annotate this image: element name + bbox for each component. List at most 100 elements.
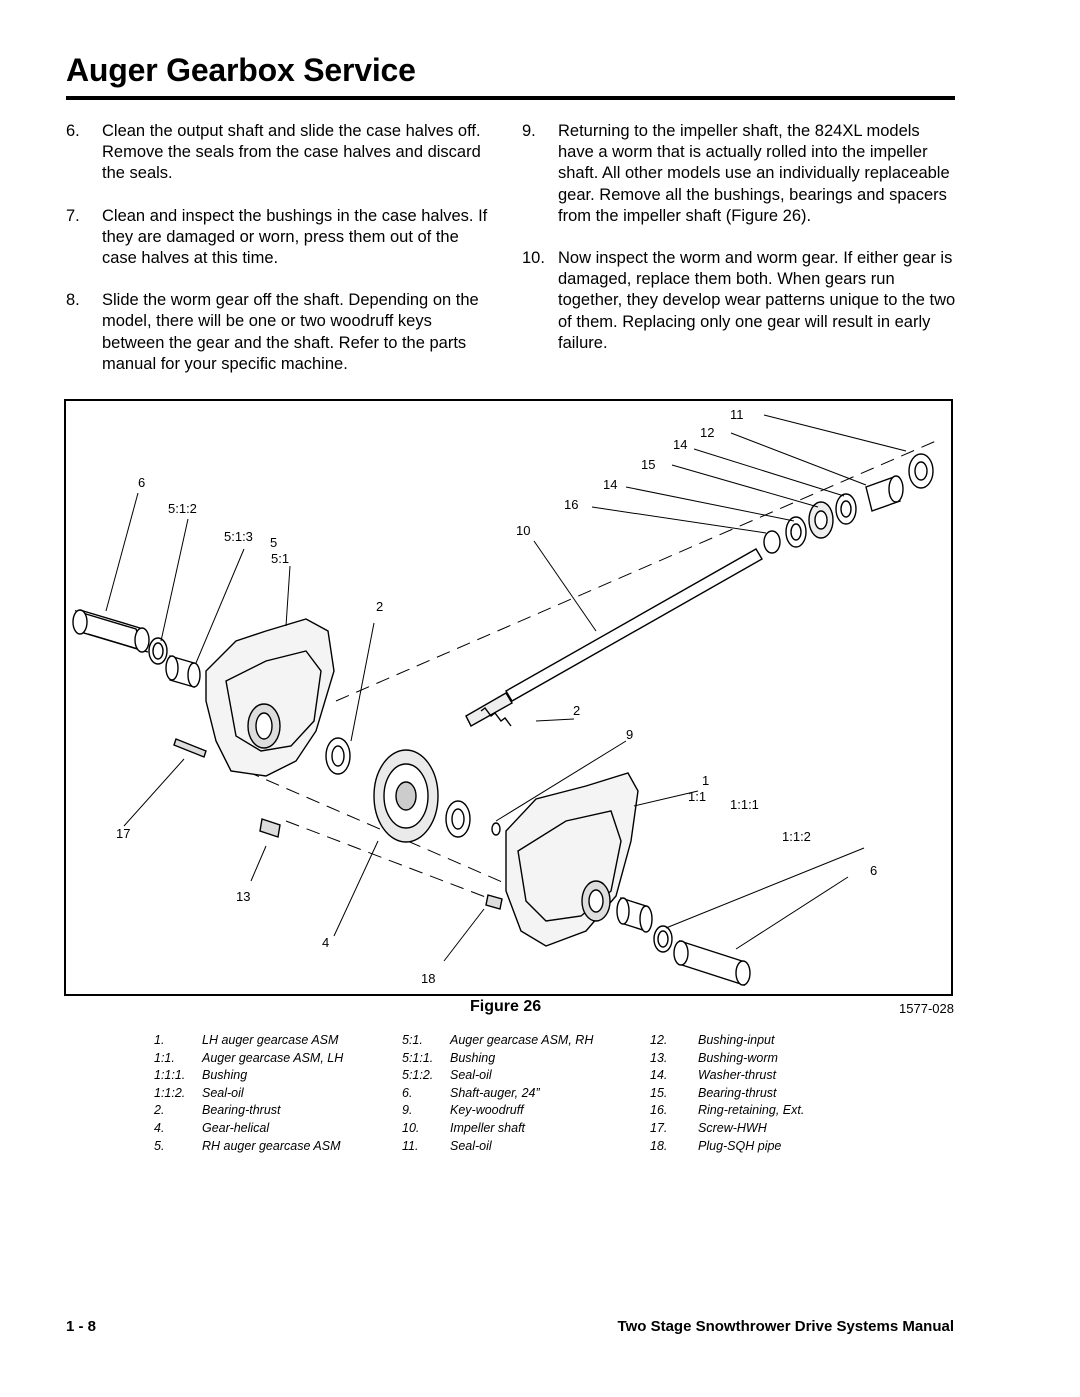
parts-legend-column-1: 1. LH auger gearcase ASM 1:1. Auger gearca… [154, 1032, 343, 1155]
manual-title: Two Stage Snowthrower Drive Systems Manu… [617, 1318, 954, 1335]
legend-value: Bearing-thrust [698, 1085, 777, 1100]
legend-row: 1:1. Auger gearcase ASM, LH [154, 1050, 343, 1068]
legend-row: 10. Impeller shaft [402, 1120, 593, 1138]
legend-value: Gear-helical [202, 1120, 270, 1135]
legend-row: 9. Key-woodruff [402, 1102, 593, 1120]
callout-18: 18 [421, 971, 435, 986]
legend-row: 1:1:1. Bushing [154, 1067, 343, 1085]
page-title: Auger Gearbox Service [66, 52, 416, 88]
callout-13: 13 [236, 889, 250, 904]
legend-value: Key-woodruff [450, 1103, 524, 1118]
legend-key: 5. [154, 1138, 165, 1153]
legend-row: 6.Shaft-auger, 24” [402, 1085, 593, 1103]
legend-row: 12. Bushing-input [650, 1032, 804, 1050]
legend-key: 11. [402, 1138, 419, 1153]
legend-key: 6. [402, 1085, 413, 1100]
legend-row: 18. Plug-SQH pipe [650, 1138, 804, 1156]
step-9: 9. Returning to the impeller shaft, the … [522, 121, 958, 227]
legend-row: 5. RH auger gearcase ASM [154, 1138, 343, 1156]
callout-11: 11 [730, 407, 744, 422]
legend-key: 1:1:1. [154, 1068, 186, 1083]
legend-key: 10. [402, 1120, 420, 1135]
legend-row: 11.Seal-oil [402, 1138, 593, 1156]
legend-row: 1. LH auger gearcase ASM [154, 1032, 343, 1050]
step-10: 10. Now inspect the worm and worm gear. … [522, 248, 958, 354]
steps-right-column: 9. Returning to the impeller shaft, the … [522, 121, 958, 375]
legend-key: 15. [650, 1085, 668, 1100]
legend-value: Bushing-input [698, 1033, 775, 1047]
legend-row: 13. Bushing-worm [650, 1050, 804, 1068]
callout-1-1: 1:1 [688, 789, 706, 804]
step-text: Slide the worm gear off the shaft. Depen… [102, 291, 479, 373]
legend-key: 1:1. [154, 1050, 175, 1065]
step-text: Now inspect the worm and worm gear. If e… [558, 249, 956, 352]
legend-key: 4. [154, 1120, 165, 1135]
legend-key: 12. [650, 1033, 668, 1047]
step-7: 7. Clean and inspect the bushings in the… [66, 206, 496, 270]
legend-key: 18. [650, 1138, 668, 1153]
step-text: Returning to the impeller shaft, the 824… [558, 122, 950, 225]
parts-legend-column-2: 5:1.Auger gearcase ASM, RH 5:1:1. Bushing… [402, 1032, 593, 1155]
legend-value: LH auger gearcase ASM [202, 1033, 339, 1047]
step-number: 6. [66, 122, 80, 140]
legend-row: 15. Bearing-thrust [650, 1085, 804, 1103]
step-6: 6. Clean the output shaft and slide the … [66, 121, 496, 185]
callout-1: 1 [702, 773, 709, 788]
callout-1-1-1: 1:1:1 [730, 797, 759, 812]
legend-key: 13. [650, 1050, 668, 1065]
callout-5-1-2: 5:1:2 [168, 501, 197, 516]
legend-key: 5:1:1. [402, 1050, 434, 1065]
legend-value: Screw-HWH [698, 1120, 767, 1135]
legend-value: RH auger gearcase ASM [202, 1138, 341, 1153]
legend-key: 9. [402, 1103, 413, 1118]
callout-16: 16 [564, 497, 578, 512]
callout-14: 14 [603, 477, 617, 492]
legend-row: 14.Washer-thrust [650, 1067, 804, 1085]
legend-value: Ring-retaining, Ext. [698, 1103, 805, 1118]
callout-5-1-3: 5:1:3 [224, 529, 253, 544]
step-text: Clean and inspect the bushings in the ca… [102, 206, 488, 268]
legend-value: Bearing-thrust [202, 1103, 281, 1118]
legend-value: Bushing-worm [698, 1050, 778, 1065]
legend-key: 16. [650, 1103, 668, 1118]
callout-6-right: 6 [870, 863, 877, 878]
legend-row: 5:1.Auger gearcase ASM, RH [402, 1032, 593, 1050]
callout-5: 5 [270, 535, 277, 550]
legend-value: Auger gearcase ASM, LH [202, 1050, 344, 1065]
legend-key: 1. [154, 1033, 165, 1047]
exploded-diagram-drawing: 11 1 2 14 15 14 16 6 5:1:2 5:1:3 5 5:1 10… [72, 407, 937, 986]
legend-value: Bushing [450, 1050, 496, 1065]
legend-value: Seal-oil [202, 1085, 244, 1100]
legend-value: Bushing [202, 1068, 248, 1083]
step-text: Clean the output shaft and slide the cas… [102, 122, 481, 183]
legend-row: 17. Screw-HWH [650, 1120, 804, 1138]
legend-row: 2. Bearing-thrust [154, 1102, 343, 1120]
legend-value: Washer-thrust [698, 1068, 777, 1083]
legend-key: 1:1:2. [154, 1085, 186, 1100]
legend-key: 2. [154, 1103, 165, 1118]
legend-row: 1:1:2. Seal-oil [154, 1085, 343, 1103]
legend-value: Impeller shaft [450, 1120, 526, 1135]
legend-row: 5:1:2.Seal-oil [402, 1067, 593, 1085]
callout-9: 9 [626, 727, 633, 742]
figure-code: 1577-028 [899, 1001, 954, 1016]
step-8: 8. Slide the worm gear off the shaft. De… [66, 290, 496, 375]
callout-2-lower: 2 [573, 703, 580, 718]
callout-15: 15 [641, 457, 655, 472]
figure-caption: Figure 26 [470, 998, 542, 1015]
step-number: 7. [66, 206, 80, 225]
callout-5-1: 5:1 [271, 551, 289, 566]
legend-row: 16. Ring-retaining, Ext. [650, 1102, 804, 1120]
legend-value: Plug-SQH pipe [698, 1138, 782, 1153]
callout-10: 10 [516, 523, 530, 538]
title-rule [66, 96, 955, 100]
legend-row: 5:1:1. Bushing [402, 1050, 593, 1068]
steps-left-column: 6. Clean the output shaft and slide the … [66, 121, 496, 396]
callout-14-top: 14 [673, 437, 687, 452]
exploded-diagram-figure: 11 1 2 14 15 14 16 6 5:1:2 5:1:3 5 5:1 10… [64, 399, 953, 996]
legend-key: 17. [650, 1120, 668, 1135]
parts-legend-column-3: 12. Bushing-input 13. Bushing-worm 14.Wash… [650, 1032, 804, 1155]
callout-1-1-2: 1:1:2 [782, 829, 811, 844]
step-number: 10. [522, 249, 545, 268]
legend-key: 5:1:2. [402, 1068, 434, 1083]
